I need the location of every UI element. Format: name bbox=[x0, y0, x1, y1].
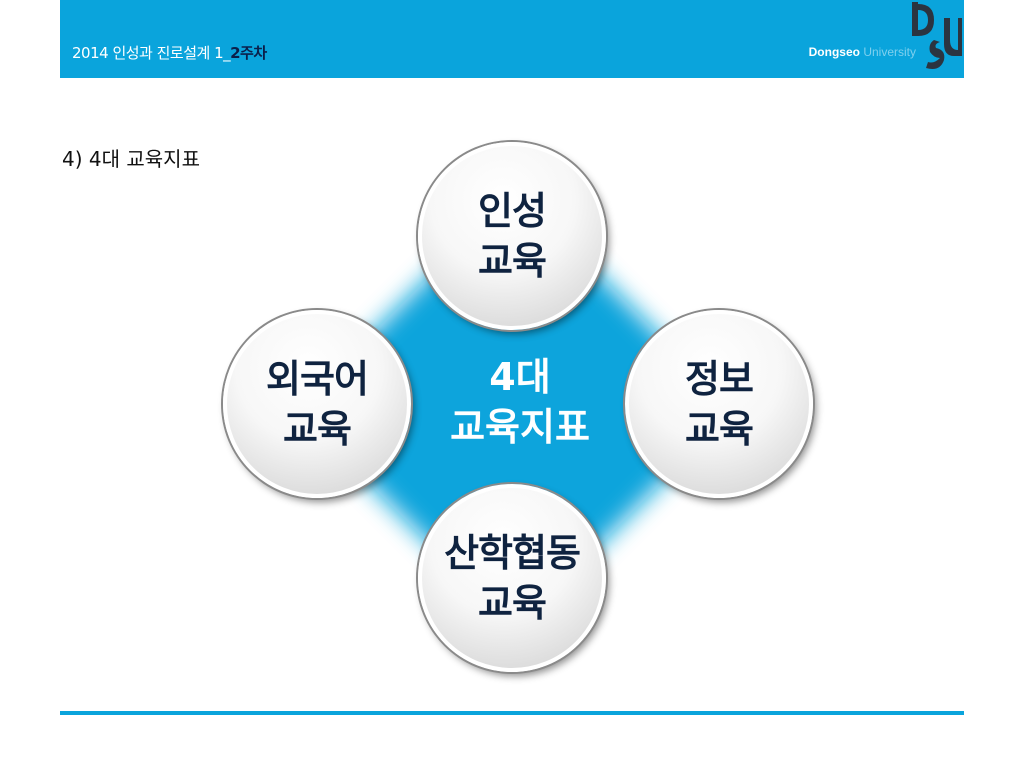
node-label-line2: 교육 bbox=[685, 407, 754, 451]
section-heading: 4) 4대 교육지표 bbox=[62, 147, 200, 171]
node-label-line2: 교육 bbox=[478, 581, 547, 625]
dsu-logo-icon bbox=[912, 2, 962, 69]
node-label-line1: 정보 bbox=[685, 357, 754, 401]
brand-name: Dongseo bbox=[808, 45, 860, 59]
course-title: 2014 인성과 진로설계 1_2주차 bbox=[72, 42, 267, 63]
brand-suffix: University bbox=[863, 45, 916, 59]
node-label: 정보 교육 bbox=[685, 354, 754, 454]
course-title-text: 2014 인성과 진로설계 1_ bbox=[72, 44, 231, 62]
node-label-line1: 외국어 bbox=[266, 357, 369, 401]
node-label: 인성 교육 bbox=[478, 186, 547, 286]
node-label-line1: 산학협동 bbox=[444, 531, 581, 575]
footer-divider bbox=[60, 711, 964, 715]
node-label: 산학협동 교육 bbox=[444, 528, 581, 628]
node-information-education: 정보 교육 bbox=[625, 310, 813, 498]
node-label-line2: 교육 bbox=[478, 239, 547, 283]
center-diamond bbox=[324, 219, 706, 601]
center-label: 4대 교육지표 bbox=[430, 352, 610, 452]
node-label: 외국어 교육 bbox=[266, 354, 369, 454]
center-label-line1: 4대 bbox=[489, 355, 551, 399]
university-brand: Dongseo University bbox=[809, 45, 916, 59]
node-industry-academic-education: 산학협동 교육 bbox=[418, 484, 606, 672]
week-label: 2주차 bbox=[230, 44, 267, 62]
node-label-line1: 인성 bbox=[478, 189, 547, 233]
node-label-line2: 교육 bbox=[283, 407, 352, 451]
header-bar: 2014 인성과 진로설계 1_2주차 Dongseo University bbox=[60, 0, 964, 78]
node-character-education: 인성 교육 bbox=[418, 142, 606, 330]
center-label-line2: 교육지표 bbox=[450, 405, 590, 449]
node-foreign-language-education: 외국어 교육 bbox=[223, 310, 411, 498]
